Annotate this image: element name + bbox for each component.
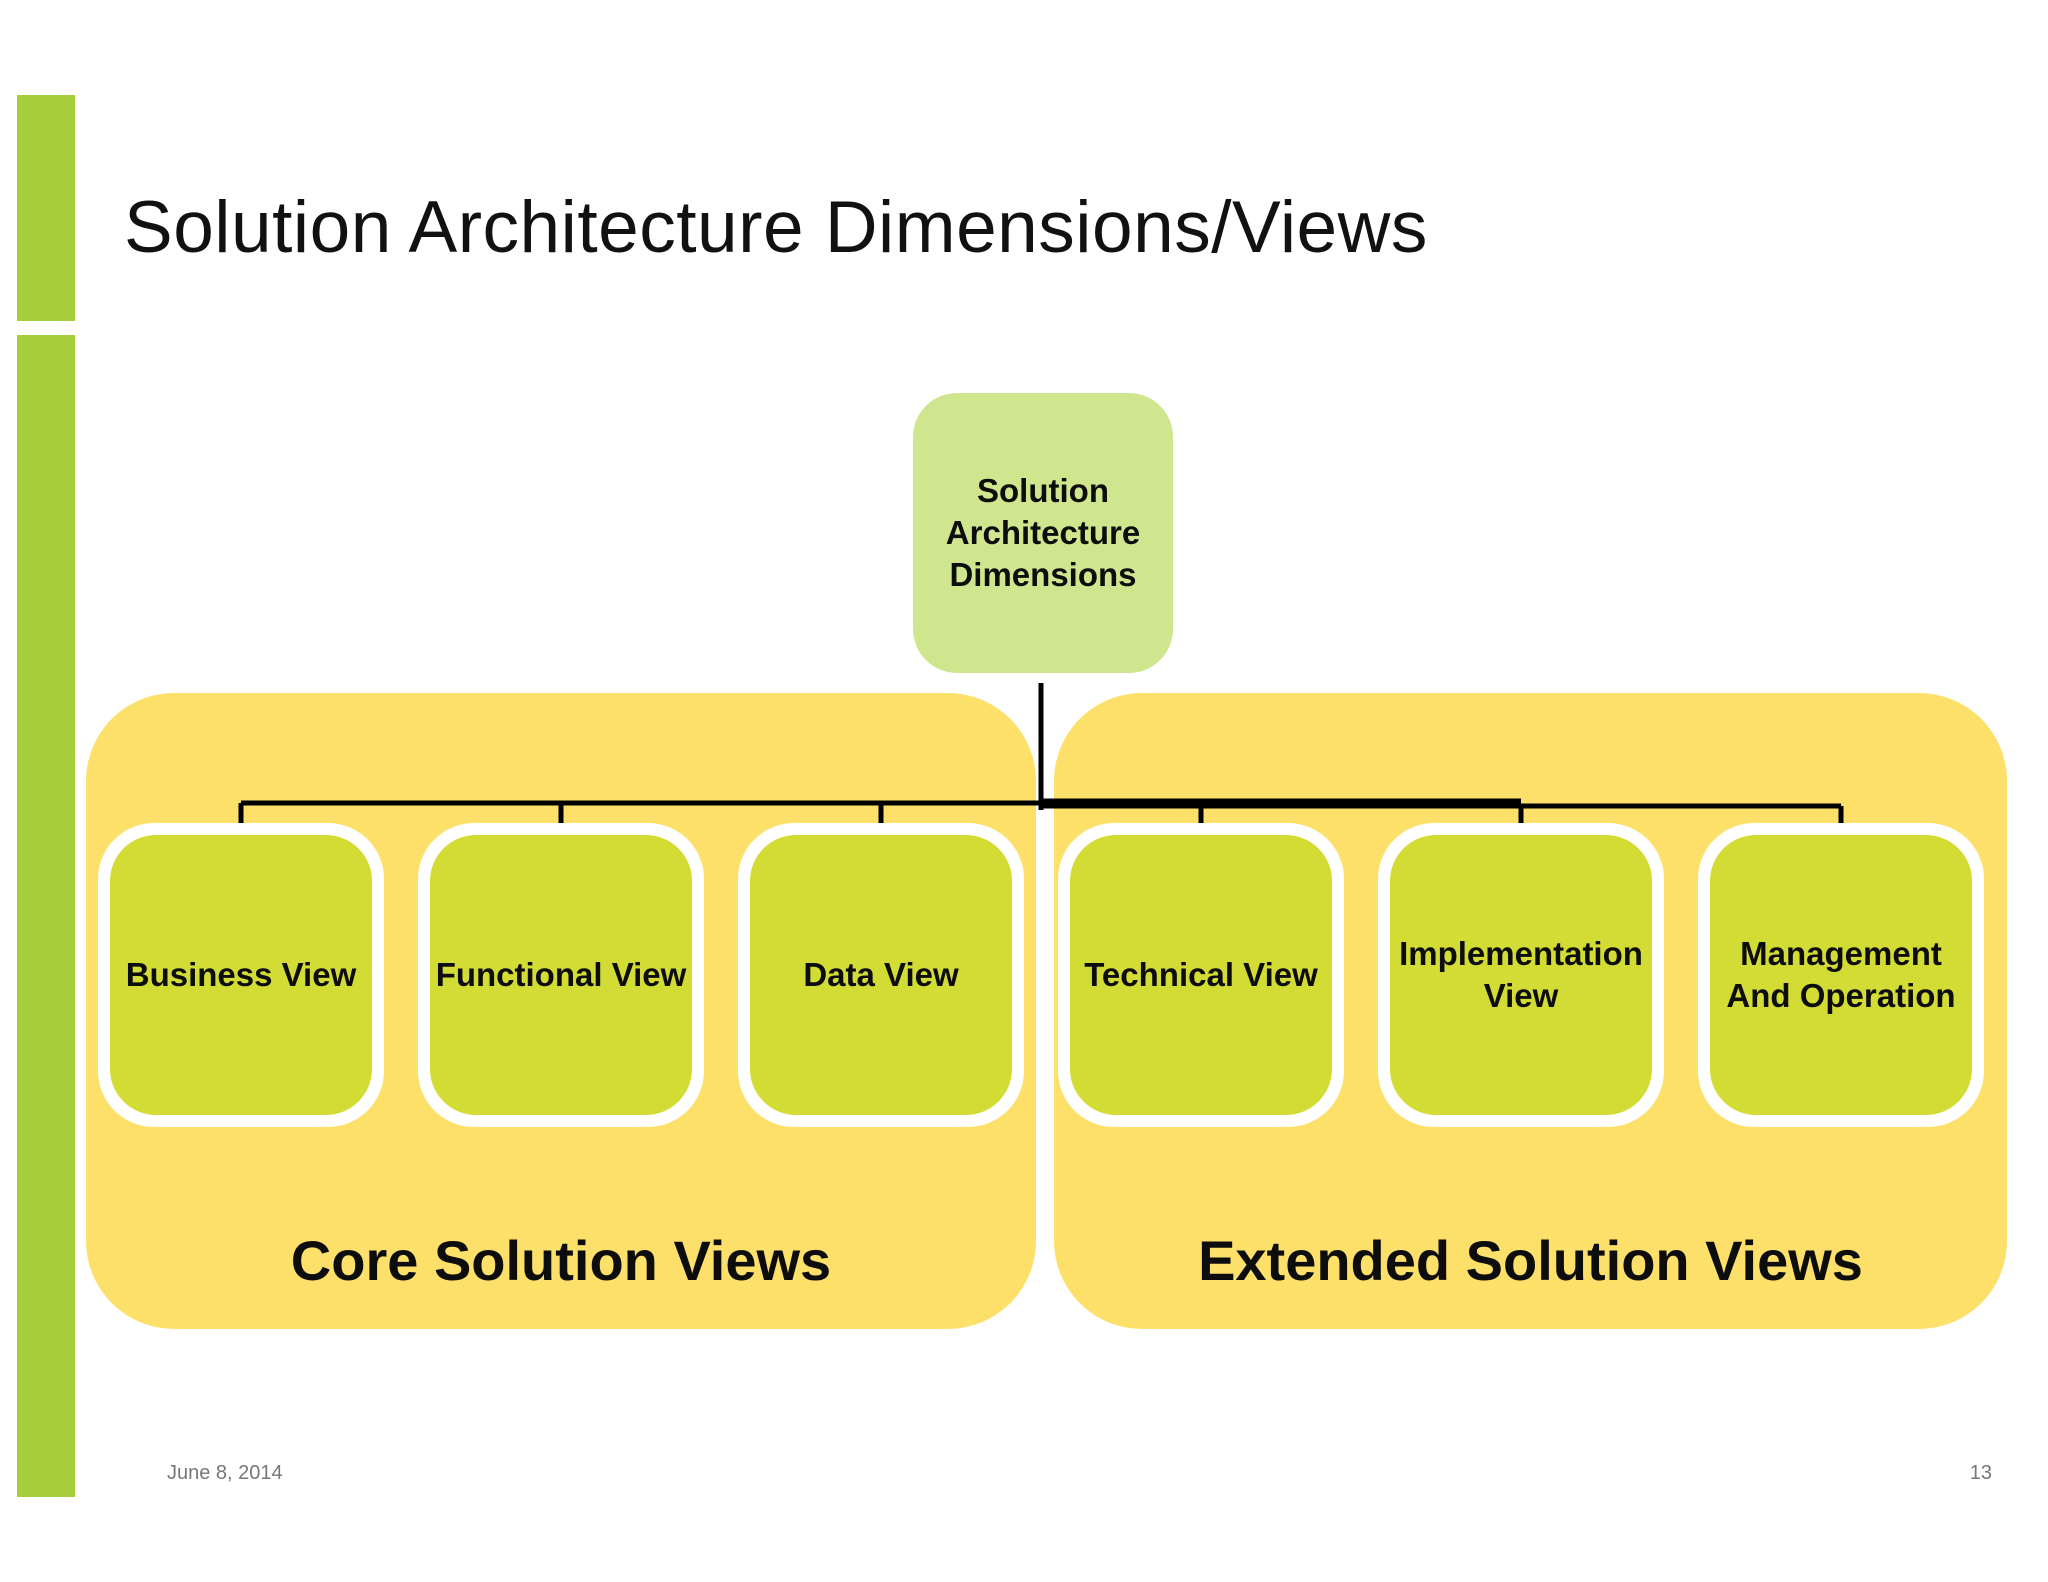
view-node-technical: Technical View: [1058, 823, 1344, 1127]
view-node-data: Data View: [738, 823, 1024, 1127]
view-node-implementation: Implementation View: [1378, 823, 1664, 1127]
view-label-data: Data View: [803, 956, 959, 993]
group-label-core: Core Solution Views: [290, 1229, 832, 1292]
view-node-management-and-operation: Management And Operation: [1698, 823, 1984, 1127]
root-node-solution-architecture-dimensions: Solution Architecture Dimensions: [913, 393, 1173, 673]
view-label-implementation: Implementation View: [1399, 935, 1643, 1014]
view-node-functional: Functional View: [418, 823, 704, 1127]
footer-date: June 8, 2014: [167, 1462, 283, 1484]
slide-title: Solution Architecture Dimensions/Views: [124, 187, 1428, 268]
view-label-technical: Technical View: [1084, 956, 1318, 993]
group-label-extended: Extended Solution Views: [1198, 1229, 1863, 1292]
view-node-business: Business View: [98, 823, 384, 1127]
view-label-business: Business View: [125, 956, 357, 993]
root-node-label: Solution Architecture Dimensions: [945, 472, 1141, 593]
view-label-management-and-operation: Management And Operation: [1726, 935, 1956, 1014]
accent-bar-top: [17, 95, 75, 321]
footer-page-number: 13: [1969, 1462, 1992, 1484]
view-label-functional: Functional View: [435, 956, 687, 993]
accent-bar-bottom: [17, 335, 75, 1497]
